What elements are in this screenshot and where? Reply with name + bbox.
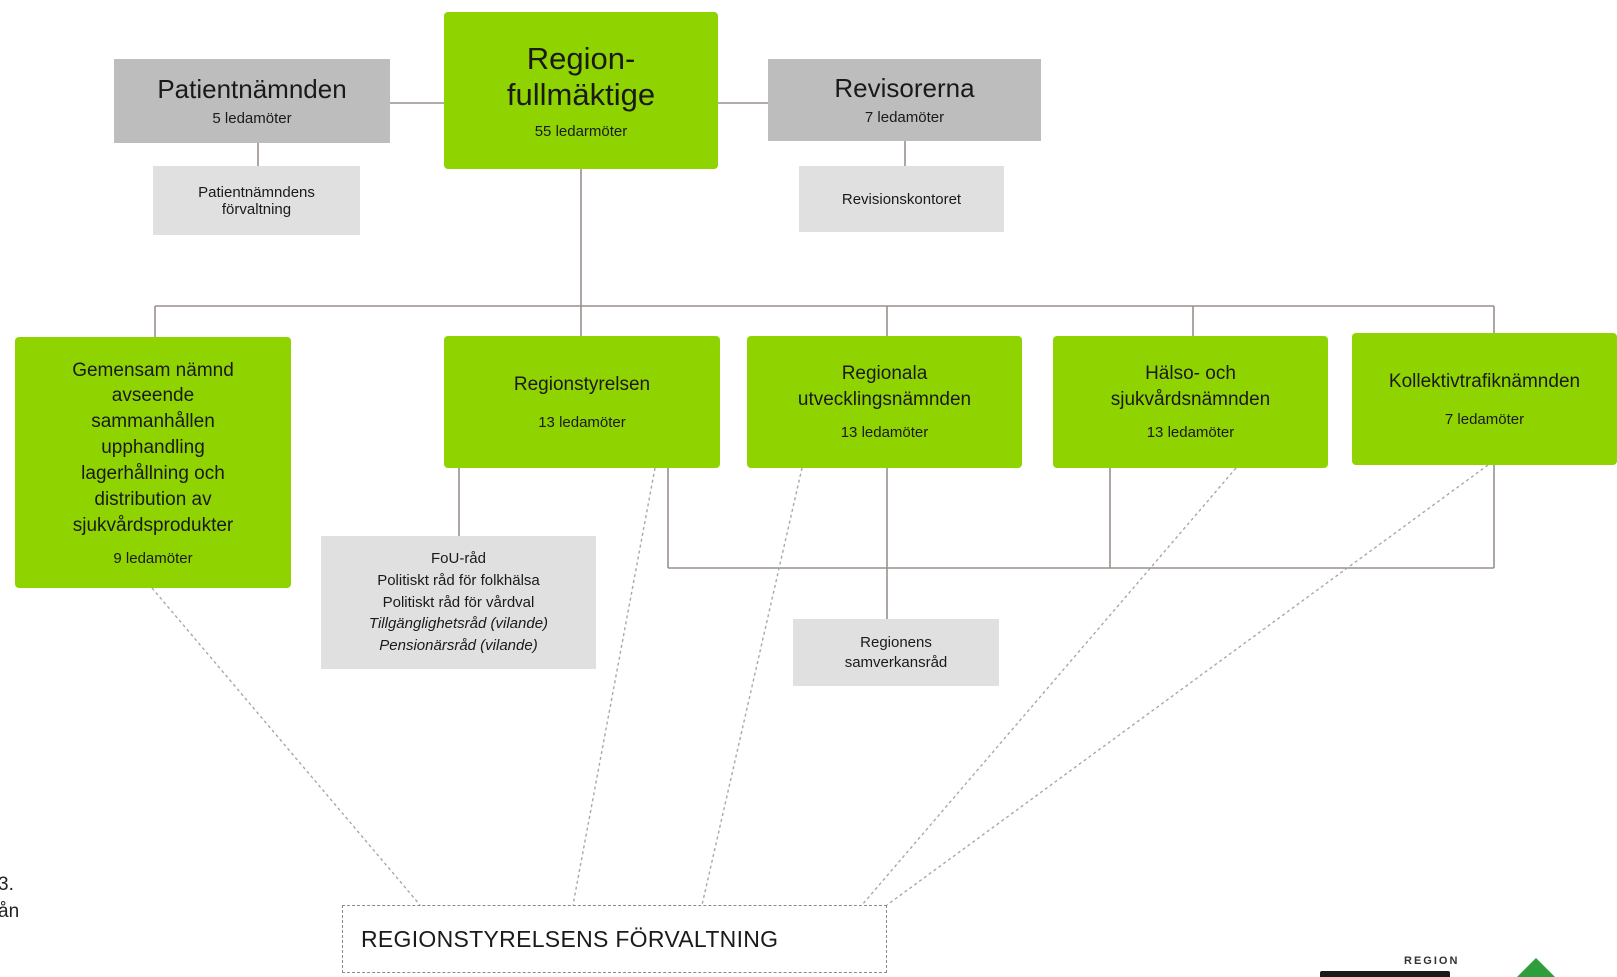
region-logo-leaf-icon (1517, 958, 1555, 977)
regionstyrelsen-members: 13 ledamöter (538, 413, 626, 431)
kollektivtrafiknamnden-box: Kollektivtrafiknämnden 7 ledamöter (1352, 333, 1617, 465)
revisorerna-box: Revisorerna 7 ledamöter (768, 59, 1041, 141)
clipped-text-line1: 3. (0, 874, 14, 895)
regionstyrelsen-box: Regionstyrelsen 13 ledamöter (444, 336, 720, 468)
regionens-samverkansrad-box: Regionens samverkansråd (793, 619, 999, 686)
fullmaktige-title-line1: Region- (526, 41, 636, 77)
regionala-title-line2: utvecklingsnämnden (797, 388, 972, 410)
fullmaktige-title-line2: fullmäktige (506, 77, 656, 112)
gemensam-title-line: sjukvårdsprodukter (72, 514, 234, 536)
gemensam-title-line: sammanhållen (91, 411, 215, 433)
patient-forvaltning-line1: Patientnämndens (198, 183, 315, 201)
kollektiv-members: 7 ledamöter (1444, 410, 1525, 428)
gemensam-title-line: Gemensam nämnd (72, 359, 234, 381)
gemensam-title-line: upphandling (101, 437, 205, 459)
patientnamnden-members: 5 ledamöter (212, 110, 292, 128)
revisionskontoret-box: Revisionskontoret (799, 166, 1004, 232)
patientnamndens-forvaltning-box: Patientnämndens förvaltning (153, 166, 360, 235)
council-item: Politiskt råd för folkhälsa (377, 571, 540, 589)
regionala-utvecklingsnamnden-box: Regionala utvecklingsnämnden 13 ledamöte… (747, 336, 1022, 468)
regionala-title-line1: Regionala (841, 362, 928, 384)
gemensam-title-line: lagerhållning och (81, 462, 225, 484)
regionfullmaktige-box: Region- fullmäktige 55 ledarmöter (444, 12, 718, 169)
samverkan-line1: Regionens (860, 634, 932, 651)
halso-title-line1: Hälso- och (1145, 362, 1236, 384)
council-item: FoU-råd (430, 550, 486, 568)
regionala-members: 13 ledamöter (840, 424, 929, 442)
clipped-text-line2: ån (0, 901, 20, 922)
samverkan-line2: samverkansråd (844, 654, 948, 671)
region-logo: REGION (1320, 950, 1617, 977)
council-item: Politiskt råd för vårdval (382, 593, 535, 611)
gemensam-title-line: distribution av (94, 488, 212, 510)
region-logo-text: REGION (1404, 955, 1460, 967)
regionstyrelsens-forvaltning-box: REGIONSTYRELSENS FÖRVALTNING (342, 905, 887, 973)
regionstyrelsen-title: Regionstyrelsen (513, 373, 651, 395)
patientnamnden-box: Patientnämnden 5 ledamöter (114, 59, 390, 143)
gemensam-title: Gemensam nämnd avseende sammanhållen upphan… (72, 358, 234, 539)
fullmaktige-members: 55 ledarmöter (534, 122, 628, 140)
patientnamnden-title: Patientnämnden (157, 73, 347, 104)
halso-members: 13 ledamöter (1146, 424, 1235, 442)
gemensam-namnd-box: Gemensam nämnd avseende sammanhållen upphan… (15, 337, 291, 588)
revisorerna-title: Revisorerna (834, 72, 975, 103)
forvaltning-title: REGIONSTYRELSENS FÖRVALTNING (361, 925, 779, 952)
halso-sjukvardsnamnden-box: Hälso- och sjukvårdsnämnden 13 ledamöter (1053, 336, 1328, 468)
patient-forvaltning-line2: förvaltning (221, 200, 292, 218)
council-item-dormant: Tillgänglighetsråd (vilande) (368, 615, 549, 633)
revisionskontoret-title: Revisionskontoret (841, 190, 962, 208)
kollektiv-title: Kollektivtrafiknämnden (1388, 370, 1581, 392)
region-logo-wordmark (1320, 971, 1450, 977)
halso-title-line2: sjukvårdsnämnden (1110, 388, 1271, 410)
council-item-dormant: Pensionärsråd (vilande) (379, 637, 538, 655)
gemensam-title-line: avseende (111, 385, 195, 407)
gemensam-members: 9 ledamöter (113, 550, 193, 568)
revisorerna-members: 7 ledamöter (864, 109, 945, 127)
